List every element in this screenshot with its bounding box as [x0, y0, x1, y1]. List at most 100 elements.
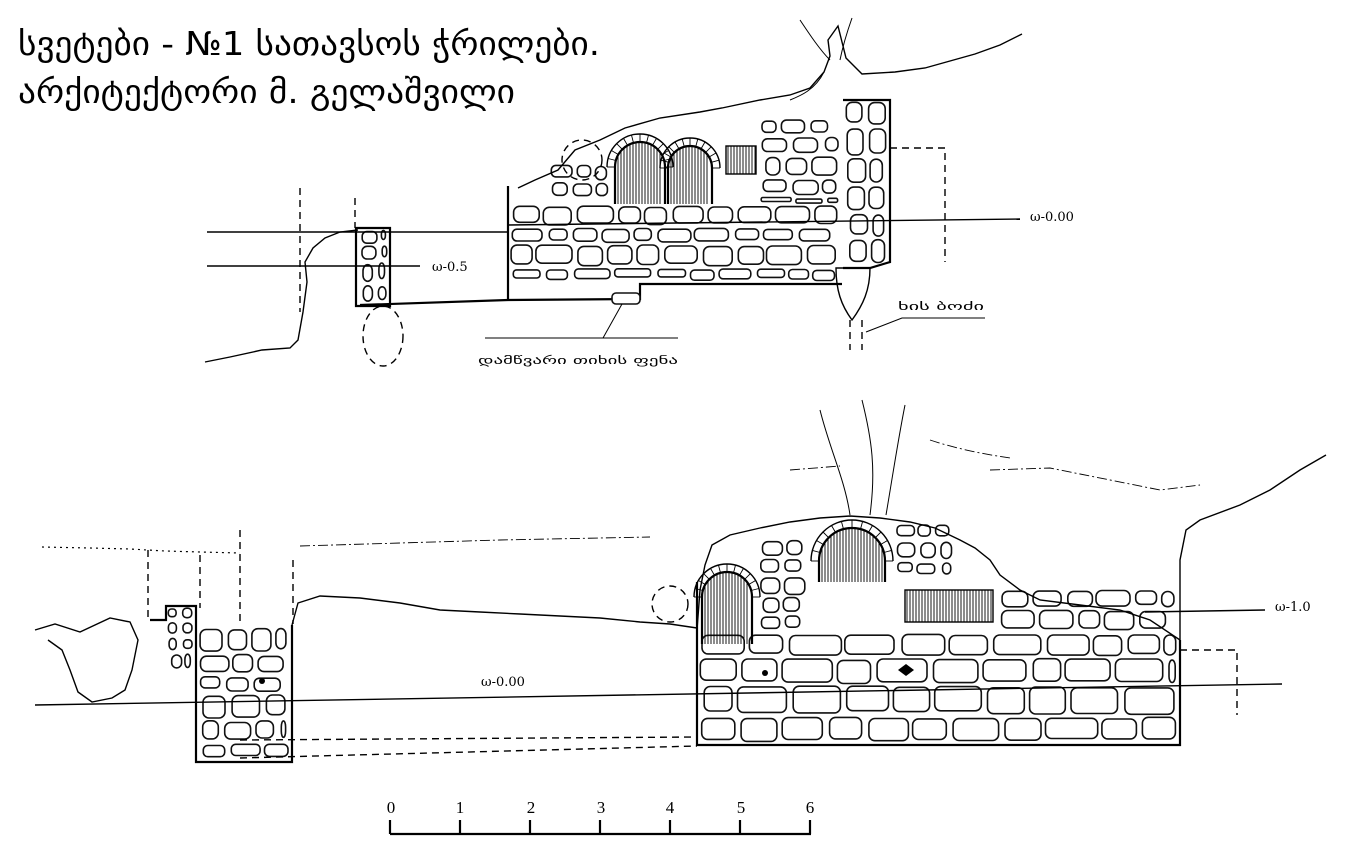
masonry-stone — [707, 206, 734, 224]
scale-tick-label: 0 — [387, 798, 396, 817]
masonry-stone — [762, 597, 780, 614]
arch-outer-ring — [693, 563, 761, 598]
upper-dashed-circle — [561, 139, 603, 181]
masonry-stone — [1139, 610, 1167, 629]
masonry-stone — [545, 269, 569, 281]
masonry-stone — [911, 718, 948, 741]
masonry-stone — [901, 633, 946, 656]
masonry-stone — [784, 559, 802, 572]
masonry-stone — [810, 120, 829, 133]
arch-voussoir-line — [816, 540, 824, 545]
arch-voussoir-line — [874, 531, 882, 539]
arch-voussoir-line — [710, 568, 715, 576]
upper-tree-branch-2 — [839, 17, 853, 61]
lower-right-marker-diamond — [898, 664, 914, 676]
arch-outer-ring — [659, 137, 721, 169]
arch-outline — [613, 140, 667, 204]
masonry-stone — [223, 721, 252, 740]
masonry-stone — [781, 716, 824, 741]
masonry-stone — [982, 658, 1027, 682]
masonry-stone — [511, 228, 543, 242]
masonry-stone — [251, 627, 272, 652]
masonry-stone — [1044, 717, 1099, 740]
hatched-opening — [904, 589, 994, 623]
masonry-stone — [785, 157, 808, 176]
scale-tick-label: 4 — [666, 798, 675, 817]
masonry-stone — [836, 659, 872, 685]
lower-level-label-main: ω-0.00 — [481, 675, 525, 690]
lower-left-marker-dot — [259, 678, 265, 684]
arch-outline — [666, 144, 714, 204]
masonry-stone — [1070, 686, 1119, 715]
masonry-stone — [824, 136, 839, 152]
masonry-stone — [168, 637, 178, 651]
masonry-stone — [741, 658, 778, 682]
masonry-stone — [1095, 589, 1131, 607]
masonry-stone — [576, 164, 592, 178]
layer-label: დამწვარი თიხის ფენა — [478, 354, 679, 367]
lower-level-line-right — [1144, 609, 1266, 613]
lower-left-mound — [34, 617, 139, 703]
lower-right-marker-dot — [762, 670, 768, 676]
masonry-stone — [1092, 634, 1123, 657]
masonry-stone — [1004, 717, 1042, 742]
masonry-stone — [253, 677, 281, 693]
lower-foundation-dashed-1 — [239, 736, 698, 741]
arch-voussoir-line — [646, 134, 649, 144]
lower-arches — [693, 519, 994, 644]
masonry-stone — [814, 205, 838, 225]
masonry-stone — [703, 685, 733, 712]
masonry-stone — [577, 245, 604, 267]
masonry-stone — [1134, 590, 1158, 606]
masonry-stone — [992, 634, 1042, 656]
masonry-stone — [573, 268, 611, 280]
masonry-stone — [718, 268, 752, 280]
upper-tree-branch-3 — [789, 71, 825, 101]
upper-main-block-stones — [510, 119, 839, 282]
masonry-stone — [1124, 687, 1175, 716]
masonry-stone — [846, 128, 864, 156]
arch-outline — [700, 570, 754, 644]
masonry-stone — [1103, 610, 1135, 631]
lower-middle-terrain — [291, 595, 698, 629]
masonry-stone — [572, 183, 593, 197]
masonry-stone — [828, 716, 863, 740]
masonry-stone — [846, 186, 866, 211]
masonry-stone — [613, 267, 652, 278]
masonry-stone — [689, 269, 715, 282]
masonry-stone — [848, 239, 867, 263]
masonry-stone — [843, 634, 895, 656]
masonry-stone — [870, 238, 886, 264]
masonry-stone — [759, 558, 780, 573]
arch-voussoir-line — [744, 573, 751, 580]
masonry-stone — [736, 686, 788, 714]
masonry-stone — [199, 628, 223, 652]
arch-voussoir-line — [840, 521, 844, 530]
masonry-stone — [1127, 634, 1161, 655]
masonry-stone — [811, 269, 836, 282]
arch-voussoir-line — [652, 138, 657, 146]
masonry-stone — [1046, 634, 1090, 656]
masonry-stone — [1032, 657, 1062, 683]
lower-right-block-stones — [699, 524, 1177, 743]
masonry-stone — [548, 228, 568, 241]
masonry-stone — [551, 182, 568, 197]
masonry-stone — [806, 244, 837, 265]
masonry-stone — [784, 615, 801, 628]
masonry-stone — [542, 206, 572, 226]
arch-voussoir-line — [695, 138, 699, 147]
masonry-stone — [986, 686, 1026, 715]
masonry-stone — [1168, 659, 1176, 684]
upper-arches — [606, 133, 757, 204]
masonry-stone — [601, 228, 630, 244]
masonry-stone — [916, 563, 936, 575]
masonry-stone — [868, 717, 910, 742]
lower-dashed-guide-right — [1180, 649, 1238, 715]
arch-voussoir-line — [616, 143, 623, 150]
lower-right-faint-terrain — [989, 467, 1201, 491]
masonry-stone — [700, 717, 736, 741]
scale-tick-label: 3 — [597, 798, 606, 817]
masonry-stone — [275, 627, 287, 650]
masonry-stone — [699, 658, 737, 681]
scale-tick-label: 5 — [737, 798, 746, 817]
